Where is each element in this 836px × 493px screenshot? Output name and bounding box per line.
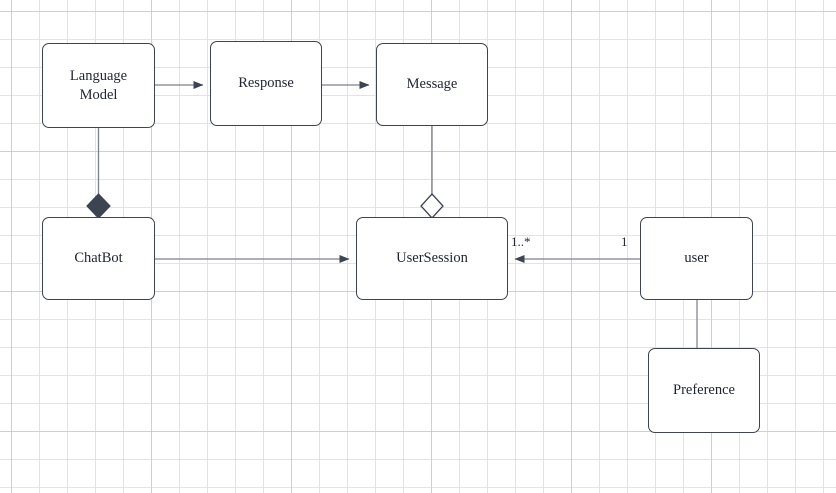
hollow-diamond-marker [420, 193, 444, 219]
node-chatbot[interactable]: ChatBot [42, 217, 155, 300]
node-usersession[interactable]: UserSession [356, 217, 508, 300]
node-preference[interactable]: Preference [648, 348, 760, 433]
edge-message-to-usersession [420, 126, 444, 219]
node-user[interactable]: user [640, 217, 753, 300]
edge-label-multiplicity-usersession-side: 1..* [511, 234, 531, 249]
node-response[interactable]: Response [210, 41, 322, 126]
edge-label-multiplicity-user-side: 1 [621, 234, 628, 249]
edge-language-model-to-chatbot [86, 128, 111, 219]
filled-diamond-marker [86, 193, 111, 219]
node-message[interactable]: Message [376, 43, 488, 126]
node-language-model[interactable]: Language Model [42, 43, 155, 128]
